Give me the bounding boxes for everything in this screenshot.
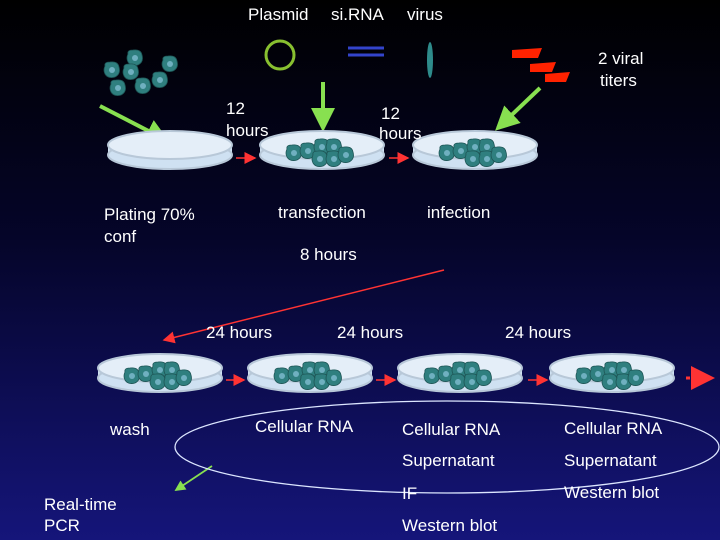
dish-harvest-3 [549,353,675,393]
cell-icon [161,55,178,73]
dish-wash [97,353,223,393]
plated-cells-group [103,49,178,97]
virus-icon [427,42,433,78]
virus-label: virus [407,5,443,24]
plasmid-label: Plasmid [248,5,309,24]
readout-col3-supernatant: Supernatant [564,451,657,470]
timing-first-line2: hours [226,121,269,140]
timing-eight-hours: 8 hours [300,245,357,264]
timing-second-line2: hours [379,124,422,143]
sirna-label: si.RNA [331,5,384,24]
infection-arrow-icon [495,86,542,131]
cell-icon [151,71,168,89]
transfection-label: transfection [278,203,366,222]
readout-col2-if: IF [402,484,418,503]
viral-titer-tubes-icon [512,48,570,82]
cell-icon [103,61,120,79]
dish-harvest-1 [247,353,373,393]
readout-col2-supernatant: Supernatant [402,451,495,470]
realtime-pcr-line1: Real-time [44,495,117,514]
return-arrow-icon [162,269,445,344]
timing-24h-2: 24 hours [337,323,404,342]
timing-first-line1: 12 [226,99,245,118]
pcr-arrow-icon [174,465,213,491]
cell-icon [134,77,151,95]
sirna-icon [348,46,384,57]
readout-col3-western-blot: Western blot [564,483,660,502]
infection-label: infection [427,203,491,222]
flow-arrows [162,152,549,386]
dish-transfection [259,130,385,170]
wash-label: wash [110,420,150,439]
timing-24h-3: 24 hours [505,323,572,342]
cell-icon [126,49,143,67]
readout-col3-cellular-rna: Cellular RNA [564,419,663,438]
cell-icon [109,79,126,97]
timing-24h-1: 24 hours [206,323,273,342]
dish-harvest-2 [397,353,523,393]
timing-second-line1: 12 [381,104,400,123]
plating-label-line2: conf [104,227,137,246]
readout-col2-western-blot: Western blot [402,516,498,535]
readout-col1-cellular-rna: Cellular RNA [255,417,354,436]
readout-ellipse [174,400,720,494]
realtime-pcr-line2: PCR [44,516,80,535]
readout-col2-cellular-rna: Cellular RNA [402,420,501,439]
plasmid-icon [264,39,296,71]
viral-titers-label-line1: 2 viral [598,49,644,68]
dish-infection [412,130,538,170]
dish-plating [107,130,233,170]
viral-titers-label-line2: titers [600,71,637,90]
plating-label-line1: Plating 70% [104,205,195,224]
cell-icon [122,63,139,81]
